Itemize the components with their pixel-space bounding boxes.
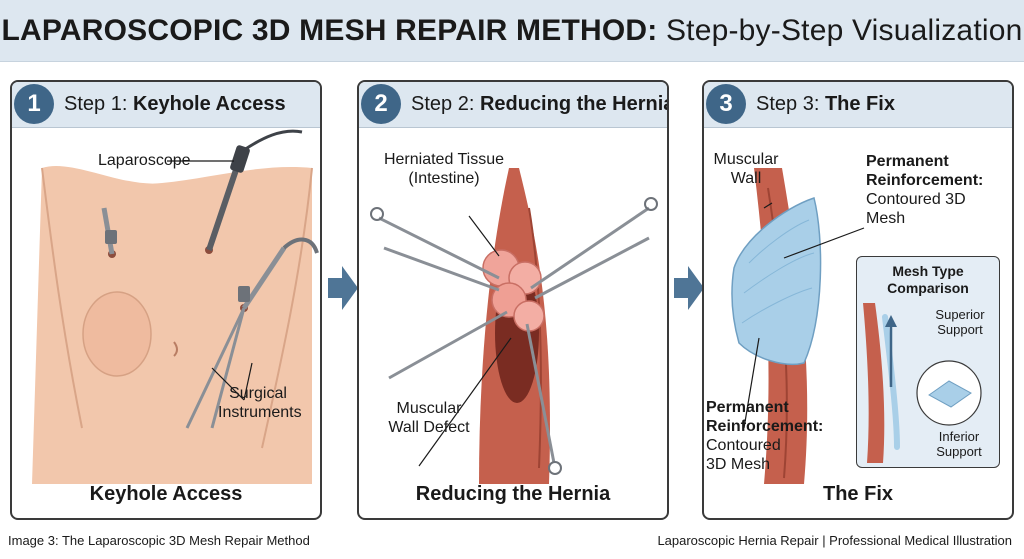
forceps-3 [388, 310, 508, 380]
reinforcement-bottom-label-line-1: Permanent [706, 399, 789, 416]
step-3-title: Step 3: The Fix [756, 93, 895, 116]
instruments-label-line-2: Instruments [218, 404, 302, 421]
forceps-2 [530, 206, 650, 290]
inferior-support-label-line-2: Support [936, 444, 982, 459]
abdomen-skin [32, 165, 312, 484]
mesh-comparison-illustration [863, 303, 982, 463]
reinforcement-bottom-label-line-4: 3D Mesh [706, 456, 771, 473]
navel [173, 341, 178, 357]
step-3-prefix: Step 3: [756, 93, 825, 115]
page-title: LAPAROSCOPIC 3D MESH REPAIR METHOD: Step… [2, 14, 1023, 48]
step-2-prefix: Step 2: [411, 93, 480, 115]
step-1-title: Step 1: Keyhole Access [64, 93, 286, 116]
instrument-2 [210, 307, 246, 429]
3d-mesh [731, 197, 822, 365]
inset-title-line-2: Comparison [887, 280, 969, 296]
laparoscope-camera [230, 145, 250, 173]
step-1-prefix: Step 1: [64, 93, 133, 115]
footer-left-caption: Image 3: The Laparoscopic 3D Mesh Repair… [8, 533, 310, 548]
the-fix-illustration [731, 168, 865, 484]
step-2-title: Step 2: Reducing the Hernia [411, 93, 669, 116]
reinforcement-bottom-label-line-3: Contoured [706, 437, 781, 454]
instrument-1 [185, 307, 246, 429]
herniated-tissue-label-line-2: (Intestine) [408, 170, 480, 187]
step-2-number-badge: 2 [361, 84, 401, 124]
step-2-panel: 2 Step 2: Reducing the Hernia Herniated … [357, 80, 669, 520]
keyhole-access-illustration [32, 129, 319, 484]
instruments-label-line-1: Surgical [229, 385, 287, 402]
reducing-hernia-illustration [370, 168, 658, 484]
step-3-number-badge: 3 [706, 84, 746, 124]
title-bar: LAPAROSCOPIC 3D MESH REPAIR METHOD: Step… [0, 0, 1024, 62]
title-bold: LAPAROSCOPIC 3D MESH REPAIR METHOD: [1, 13, 658, 47]
step-2-header: 2 Step 2: Reducing the Hernia [359, 82, 667, 128]
herniated-tissue-label-line-1: Herniated Tissue [383, 151, 505, 168]
title-rest: Step-by-Step Visualization [657, 13, 1023, 47]
arrow-right-icon [674, 266, 704, 310]
step-2-name: Reducing the Hernia [479, 93, 669, 115]
footer-right-caption: Laparoscopic Hernia Repair | Professiona… [657, 533, 1012, 548]
step-3-caption: The Fix [822, 483, 893, 505]
superior-support-label-line-1: Superior [935, 307, 985, 322]
step-2-caption: Reducing the Hernia [415, 483, 611, 505]
laparoscope-label: Laparoscope [98, 152, 191, 169]
step-3-name: The Fix [824, 93, 895, 115]
wall-defect-label-line-2: Wall Defect [388, 419, 470, 436]
step-1-panel: 1 Step 1: Keyhole Access Laparoscope Sur… [10, 80, 322, 520]
reinforcement-top-label-line-3: Contoured 3D [866, 191, 966, 208]
reinforcement-top-label-line-4: Mesh [866, 210, 906, 227]
inset-mesh-sample [928, 380, 972, 408]
laparoscope-cable [243, 129, 303, 152]
laparoscope-shaft [206, 157, 243, 251]
inset-title-line-1: Mesh Type [892, 263, 964, 279]
step-1-number-badge: 1 [14, 84, 54, 124]
wall-defect-label-line-1: Muscular [396, 400, 462, 417]
step-1-name: Keyhole Access [132, 93, 286, 115]
reinforcement-bottom-label-line-2: Reinforcement: [706, 418, 824, 435]
inset-mesh-edge [882, 314, 900, 450]
reinforcement-top-label-line-2: Reinforcement: [866, 172, 984, 189]
inferior-support-label-line-1: Inferior [938, 429, 980, 444]
step-1-caption: Keyhole Access [89, 483, 243, 505]
inset-muscle [863, 303, 885, 463]
step-1-header: 1 Step 1: Keyhole Access [12, 82, 320, 128]
step-3-header: 3 Step 3: The Fix [704, 82, 1012, 128]
hernia-bulge [82, 291, 152, 377]
forceps-1 [378, 216, 500, 280]
forceps-4 [525, 323, 556, 464]
superior-support-label-line-2: Support [937, 322, 983, 337]
reinforcement-top-label-line-1: Permanent [866, 153, 949, 170]
muscular-wall-label-line-2: Wall [730, 170, 762, 187]
muscular-wall-label-line-1: Muscular [713, 151, 779, 168]
arrow-right-icon [328, 266, 358, 310]
step-3-panel: 3 Step 3: The Fix Muscular Wall Permanen… [702, 80, 1014, 520]
